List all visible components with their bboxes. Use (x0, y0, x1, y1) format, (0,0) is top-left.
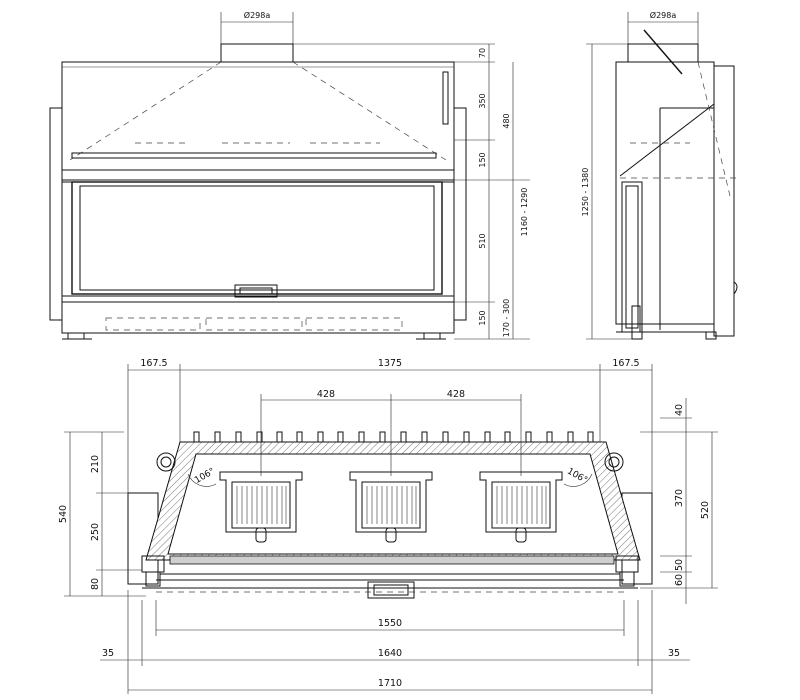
plan-spacing-428-b: 428 (447, 389, 465, 400)
plan-top-left-167-5: 167.5 (140, 358, 167, 369)
grate-right (479, 471, 563, 543)
plan-right-dimensions: 40 370 50 60 520 (640, 398, 718, 604)
dim-510: 510 (478, 233, 487, 248)
grate-left (219, 471, 303, 543)
dim-150-top: 150 (478, 152, 487, 167)
side-view: Ø298a 1250 - 1380 (581, 10, 740, 340)
top-teeth (193, 431, 594, 443)
front-dimensions: 70 350 480 150 510 150 170 - 300 1160 - … (293, 43, 530, 340)
grate-center (349, 471, 433, 543)
plan-right-370: 370 (674, 489, 685, 507)
plan-view: 106° 106° (127, 431, 653, 599)
dim-1160-1290: 1160 - 1290 (520, 188, 529, 237)
plan-bottom-dimensions: 1550 35 1640 35 1710 (100, 590, 690, 694)
dim-70: 70 (478, 48, 487, 58)
side-flue-diameter-label: Ø298a (650, 10, 677, 20)
plan-right-520: 520 (700, 501, 711, 519)
dim-480: 480 (502, 113, 511, 128)
plan-left-dimensions: 210 250 80 540 (58, 431, 146, 597)
plan-right-40: 40 (674, 404, 685, 416)
plan-bottom-35-right: 35 (668, 648, 680, 659)
plan-bottom-35-left: 35 (102, 648, 114, 659)
plan-right-60: 60 (674, 574, 685, 586)
plan-right-50: 50 (674, 559, 685, 571)
plan-bottom-1640: 1640 (378, 648, 402, 659)
front-flue-dimension: Ø298a (220, 10, 294, 44)
plan-bottom-1550: 1550 (378, 618, 402, 629)
side-height-1250-1380: 1250 - 1380 (581, 168, 590, 217)
plan-top-dimensions: 167.5 1375 167.5 428 428 (127, 358, 653, 493)
front-view: Ø298a (49, 10, 467, 340)
plan-left-80: 80 (90, 578, 101, 590)
dim-350: 350 (478, 93, 487, 108)
plan-left-540: 540 (58, 505, 69, 523)
dim-150-bottom: 150 (478, 310, 487, 325)
plan-left-210: 210 (90, 455, 101, 473)
plan-top-right-167-5: 167.5 (612, 358, 639, 369)
front-flue-diameter-label: Ø298a (244, 10, 271, 20)
side-flue-dimension: Ø298a (627, 10, 699, 44)
plan-left-250: 250 (90, 523, 101, 541)
plan-bottom-1710: 1710 (378, 678, 402, 689)
plan-top-1375: 1375 (378, 358, 402, 369)
dim-170-300: 170 - 300 (502, 299, 511, 338)
plan-spacing-428-a: 428 (317, 389, 335, 400)
